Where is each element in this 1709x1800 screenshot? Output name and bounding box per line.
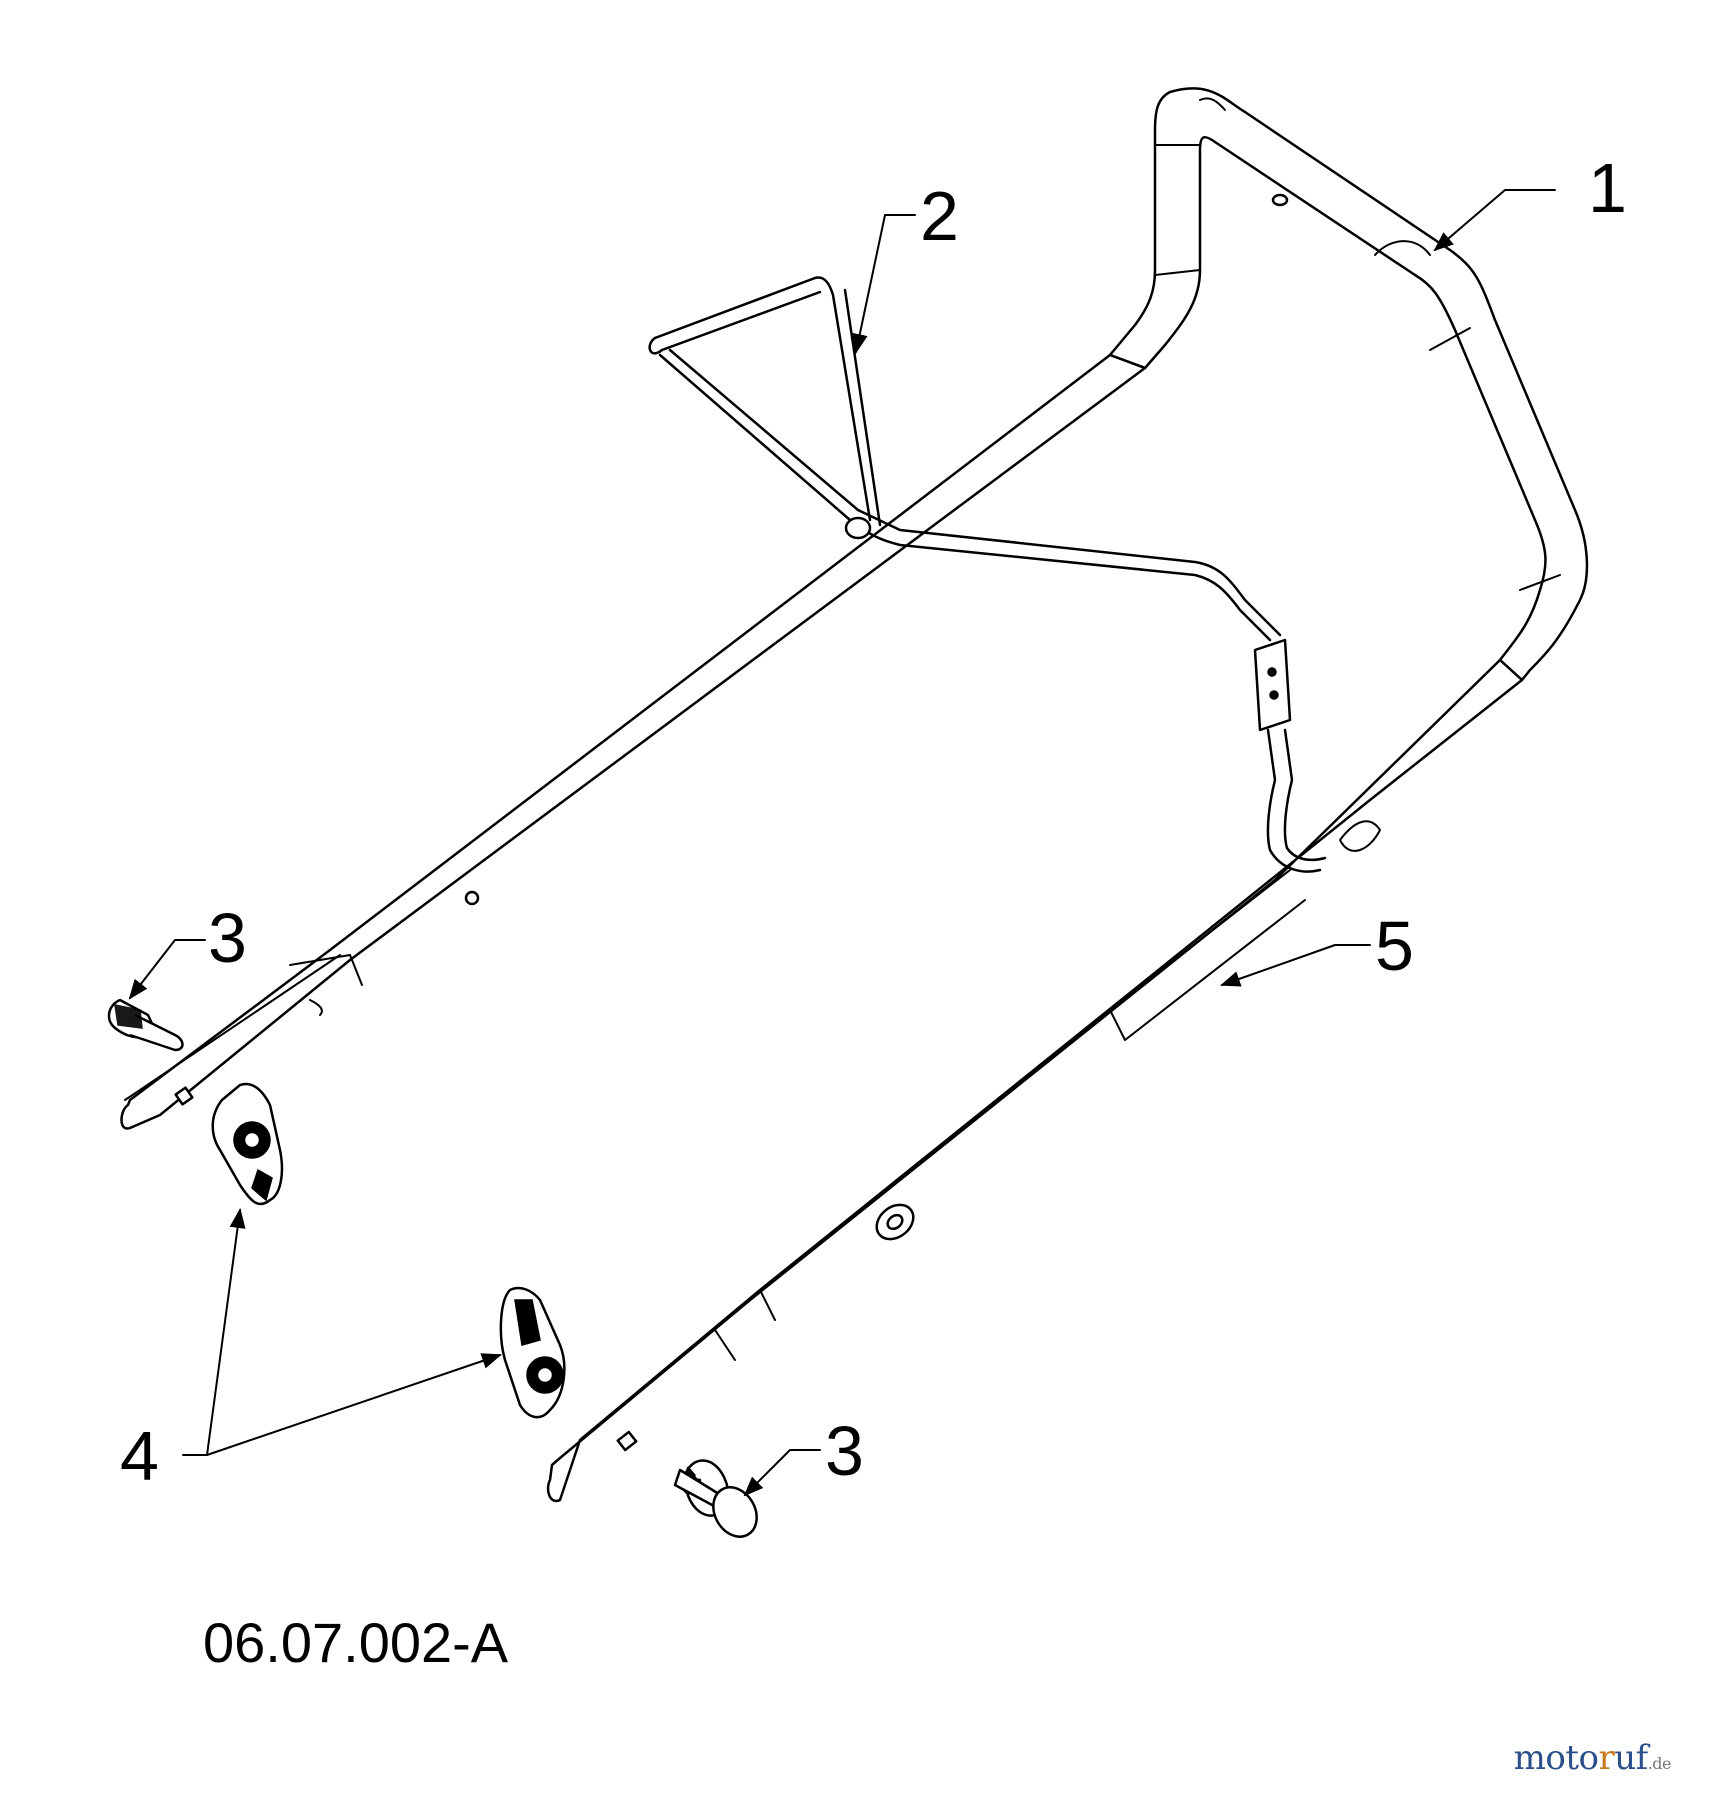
- knob-upper: [211, 1082, 284, 1206]
- left-lower-tube: [120, 353, 1147, 1130]
- watermark-part3: uf: [1614, 1738, 1648, 1778]
- callout-3-lower: 3: [825, 1412, 864, 1490]
- callout-3-upper: 3: [208, 899, 247, 977]
- callout-4: 4: [120, 1417, 159, 1495]
- watermark-part1: moto: [1513, 1738, 1599, 1778]
- right-lower-tube: [546, 658, 1524, 1503]
- bolt-upper: [107, 998, 184, 1052]
- callout-4-group: 4: [120, 1208, 502, 1495]
- callout-2: 2: [920, 177, 959, 255]
- callout-1-group: 1: [1433, 149, 1627, 252]
- bolt-lower: [673, 1459, 758, 1538]
- upper-handle: [1108, 87, 1589, 682]
- callout-3-upper-group: 3: [128, 899, 247, 1000]
- callout-3-lower-group: 3: [743, 1412, 864, 1497]
- control-bar: [648, 276, 1327, 873]
- drawing-code: 06.07.002-A: [203, 1611, 509, 1674]
- callout-2-group: 2: [851, 177, 959, 354]
- callout-1: 1: [1588, 149, 1627, 227]
- watermark-suffix: .de: [1647, 1754, 1672, 1773]
- watermark-part2: r: [1598, 1738, 1615, 1778]
- watermark-logo: motoruf.de: [1513, 1738, 1672, 1778]
- knob-lower: [499, 1286, 566, 1419]
- callout-5-group: 5: [1220, 907, 1414, 987]
- callout-5: 5: [1375, 907, 1414, 985]
